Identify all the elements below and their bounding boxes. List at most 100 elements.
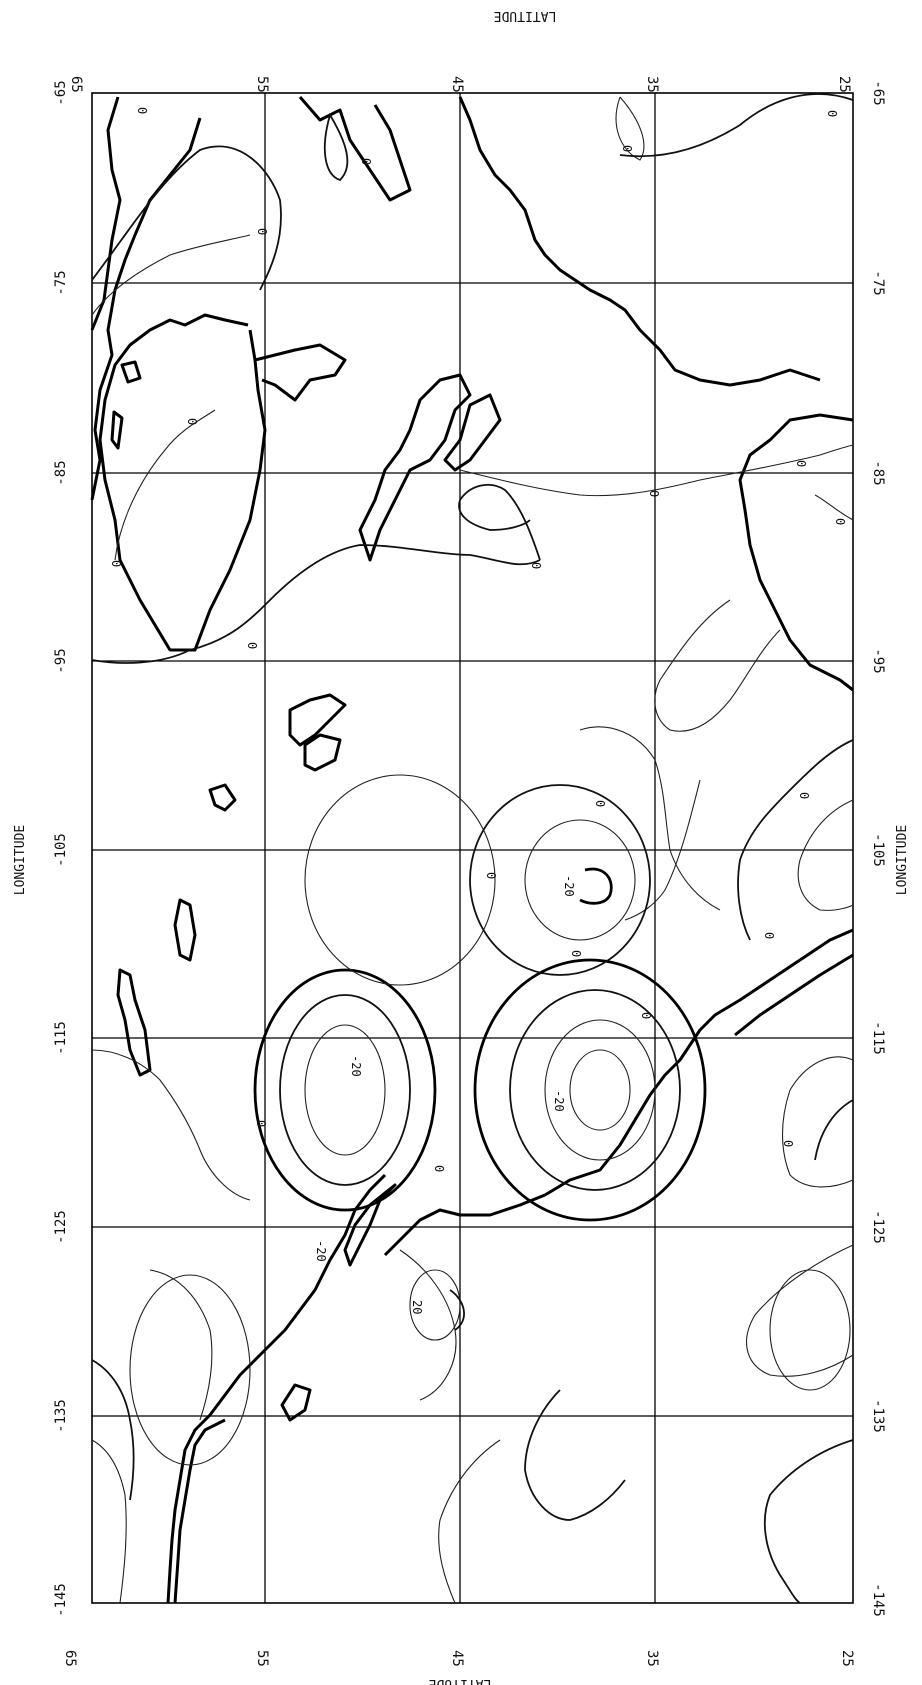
contour-label: 0 bbox=[794, 460, 808, 467]
great-lakes bbox=[358, 373, 502, 562]
contour-label: 0 bbox=[593, 800, 607, 807]
alaska-coast bbox=[173, 1418, 226, 1604]
lon-tick-left-95: -95 bbox=[53, 648, 69, 673]
lon-tick-left-125: -125 bbox=[53, 1210, 69, 1244]
lon-tick-right-85: -85 bbox=[870, 460, 886, 485]
contour-label: 0 bbox=[639, 1012, 653, 1019]
contour-label: 0 bbox=[762, 932, 776, 939]
arctic-islands-3 bbox=[208, 783, 237, 812]
contour-0-l bbox=[579, 726, 721, 911]
cell-core-south bbox=[569, 1049, 631, 1131]
cell-inner-north bbox=[304, 1024, 386, 1156]
lat-tick-bottom-55: 55 bbox=[254, 1650, 270, 1667]
contour-0-m bbox=[737, 739, 854, 941]
cell-inner-mid bbox=[524, 819, 636, 941]
labrador-coast bbox=[298, 96, 821, 387]
contour-label: 0 bbox=[647, 490, 661, 497]
contour-0-a bbox=[91, 145, 282, 291]
lon-tick-right-95: -95 bbox=[870, 648, 886, 673]
contour-0-p bbox=[781, 1056, 854, 1188]
contour-label: 0 bbox=[109, 560, 123, 567]
lon-tick-left-145: -145 bbox=[53, 1583, 69, 1617]
contour-label: 0 bbox=[797, 792, 811, 799]
contour-label: 0 bbox=[484, 872, 498, 879]
cell-outer-mid bbox=[304, 774, 496, 986]
lat-tick-top-55: 55 bbox=[254, 76, 270, 93]
contour-0-t bbox=[524, 1389, 626, 1521]
contour-0-x bbox=[91, 1439, 127, 1604]
james-bay-coast bbox=[254, 343, 347, 402]
lon-tick-left-65: -65 bbox=[53, 80, 69, 105]
cell-outer-north bbox=[253, 968, 437, 1212]
axis-title-latitude-top: LATITUDE bbox=[494, 8, 557, 23]
contour-0-y bbox=[149, 1269, 213, 1421]
contour-0-h bbox=[619, 93, 854, 158]
contour-label: 0 bbox=[135, 107, 149, 114]
contour-0-d bbox=[91, 544, 541, 664]
lat-tick-top-35: 35 bbox=[644, 76, 660, 93]
lat-tick-top-65: 65 bbox=[68, 76, 84, 93]
contour-0-i bbox=[459, 444, 854, 497]
cell-core-mid bbox=[579, 867, 613, 905]
axis-title-longitude-left: LONGITUDE bbox=[13, 825, 28, 895]
contour-0-k bbox=[654, 599, 781, 732]
longitude-gridlines bbox=[92, 282, 853, 1417]
contour-label: 0 bbox=[432, 1165, 446, 1172]
lon-tick-right-105: -105 bbox=[870, 833, 886, 867]
contour-0-j bbox=[814, 494, 854, 521]
contour-0-e bbox=[458, 483, 541, 561]
arctic-islands-4 bbox=[173, 898, 197, 962]
cell-outer-south bbox=[473, 958, 707, 1222]
baja-coast bbox=[734, 953, 854, 1037]
contour-label: 0 bbox=[781, 1140, 795, 1147]
contour-label: -20 bbox=[552, 1090, 566, 1112]
contour-label: 0 bbox=[245, 642, 259, 649]
contour-label: 0 bbox=[833, 518, 847, 525]
contour-0-b bbox=[91, 234, 251, 316]
lon-tick-right-145: -145 bbox=[870, 1583, 886, 1617]
contour-0-r bbox=[746, 1244, 854, 1377]
lon-tick-left-115: -115 bbox=[53, 1021, 69, 1055]
lon-tick-right-125: -125 bbox=[870, 1210, 886, 1244]
contour-label: 0 bbox=[825, 110, 839, 117]
contour-0-q bbox=[814, 1099, 854, 1161]
lat-tick-bottom-35: 35 bbox=[644, 1650, 660, 1667]
contour-label: -20 bbox=[562, 875, 576, 897]
hudson-bay-island bbox=[120, 360, 142, 384]
coastlines bbox=[90, 96, 854, 1604]
axis-title-longitude-right: LONGITUDE bbox=[895, 825, 910, 895]
contour-label: 0 bbox=[359, 158, 373, 165]
map-frame bbox=[91, 92, 854, 1604]
latitude-gridlines bbox=[264, 93, 656, 1603]
axis-title-latitude-bottom: LATITUDE bbox=[429, 1676, 492, 1685]
lat-tick-bottom-65: 65 bbox=[62, 1650, 78, 1667]
hudson-bay-island-2 bbox=[110, 410, 124, 450]
contour-0-f bbox=[323, 112, 349, 182]
cell-inner-south bbox=[544, 1019, 656, 1161]
lon-tick-left-105: -105 bbox=[53, 833, 69, 867]
lon-tick-right-115: -115 bbox=[870, 1021, 886, 1055]
cell-small-20-arc bbox=[449, 1289, 465, 1331]
cell-outer-mid-bold bbox=[469, 784, 651, 976]
contour-0-g bbox=[615, 96, 645, 161]
contour-lines bbox=[91, 93, 854, 1604]
contour-0-n bbox=[797, 799, 854, 911]
cell-small-20 bbox=[409, 1269, 461, 1341]
arctic-islands-5 bbox=[116, 968, 152, 1077]
latitude-ticks-bottom: 65 55 45 35 25 bbox=[62, 1650, 855, 1667]
contour-0-v bbox=[91, 1049, 251, 1201]
longitude-ticks-right: -65 -75 -85 -95 -105 -115 -125 -135 -145 bbox=[870, 80, 886, 1617]
lon-tick-right-75: -75 bbox=[870, 270, 886, 295]
vancouver-island bbox=[343, 1183, 397, 1267]
cell-mid-north bbox=[279, 994, 411, 1186]
cell-west-large bbox=[129, 1274, 251, 1466]
lat-tick-top-45: 45 bbox=[449, 76, 465, 93]
lat-tick-bottom-45: 45 bbox=[449, 1650, 465, 1667]
lon-tick-left-85: -85 bbox=[53, 460, 69, 485]
contour-0-z bbox=[399, 1249, 457, 1401]
lat-tick-bottom-25: 25 bbox=[839, 1650, 855, 1667]
contour-label: 0 bbox=[529, 562, 543, 569]
arctic-islands-2 bbox=[303, 733, 342, 772]
longitude-ticks-left: -65 -75 -85 -95 -105 -115 -125 -135 -145 bbox=[53, 80, 69, 1617]
